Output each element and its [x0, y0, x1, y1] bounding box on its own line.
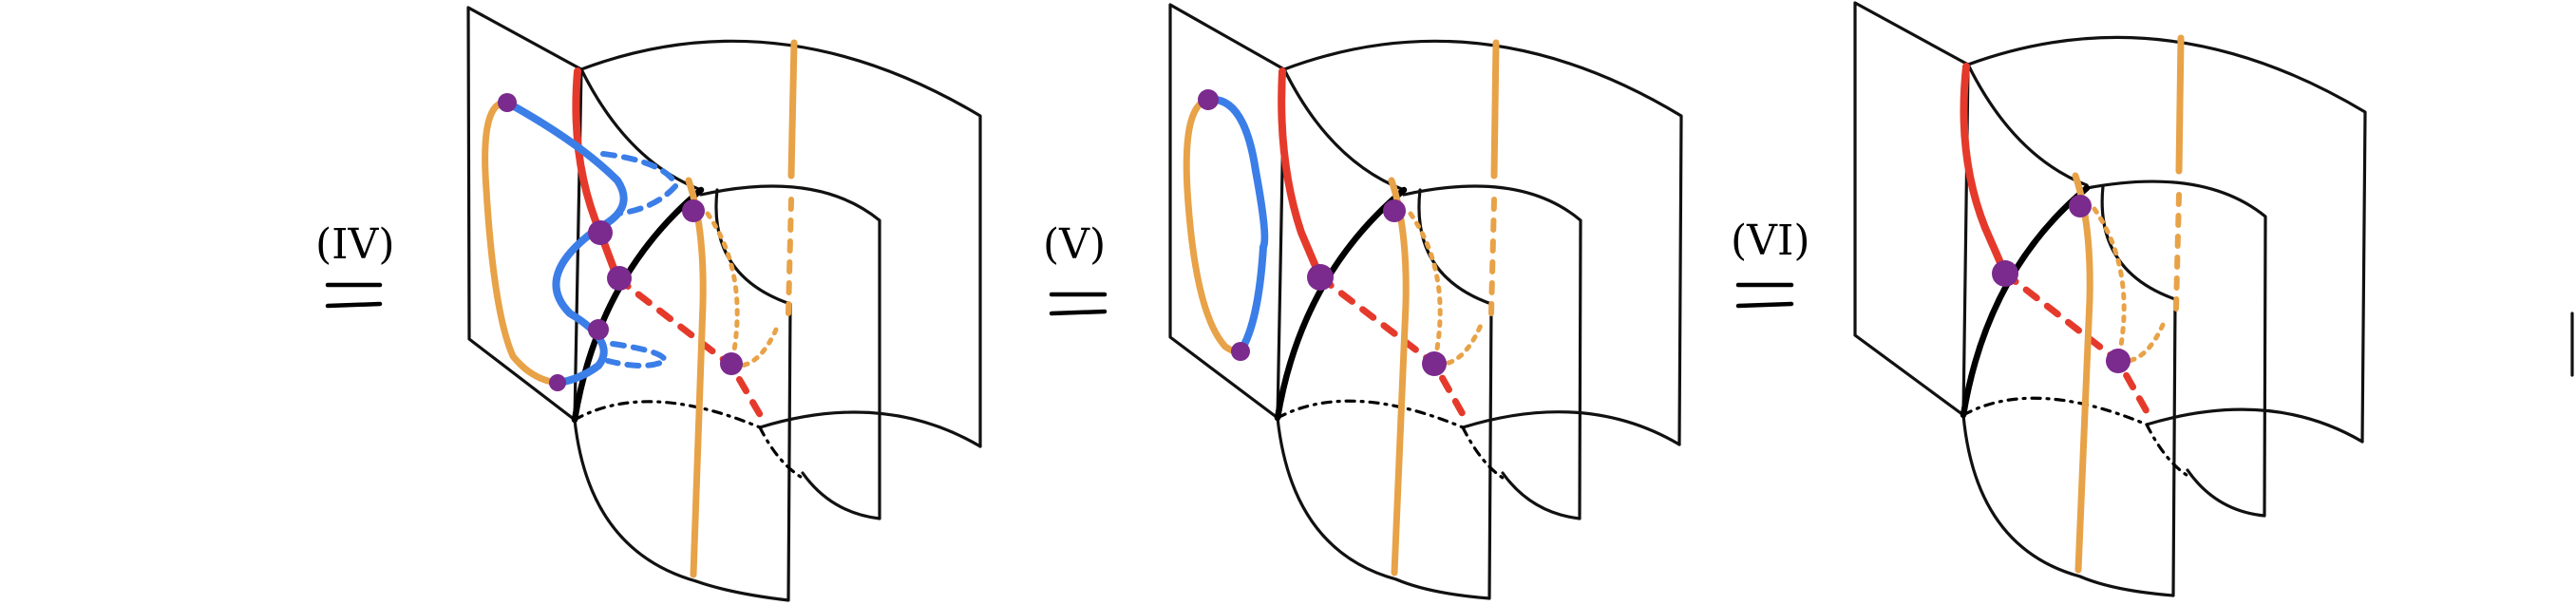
- blue-curve: [503, 99, 628, 387]
- vertex: [1383, 199, 1406, 222]
- orange-vertical-back-top: [1490, 39, 1500, 180]
- red-line: [1960, 63, 2009, 277]
- vertex: [1307, 264, 1334, 291]
- panel-vi-label: (VI): [1731, 217, 1810, 265]
- vertex: [720, 352, 743, 375]
- vertex: [1992, 260, 2018, 287]
- red-dash-line: [2001, 270, 2155, 424]
- orange-vertical-back-dash: [786, 197, 794, 316]
- vertex: [498, 93, 517, 112]
- surface-outline: [1168, 3, 1683, 600]
- red-line: [1278, 67, 1324, 281]
- equals-bottom-bar: [1735, 301, 1794, 309]
- orange-vertical-back-top: [2175, 34, 2185, 175]
- panel-iv-label: (IV): [315, 220, 395, 269]
- orange-vertical-back-dash: [2173, 192, 2182, 312]
- surface-outline: [466, 6, 982, 602]
- blue-loop: [1204, 95, 1269, 355]
- orange-vertical-back-dash: [1488, 197, 1497, 316]
- panel-vi: (VI): [1731, 1, 2367, 597]
- panel-v-label: (V): [1043, 220, 1106, 269]
- panel-v: (V): [1043, 3, 1683, 600]
- vertex: [682, 199, 705, 222]
- orange-dotted-loop: [2092, 206, 2169, 364]
- orange-loop: [482, 99, 561, 387]
- orange-dotted-loop: [705, 211, 782, 369]
- vertex: [588, 220, 613, 245]
- equals-bottom-bar: [1049, 309, 1108, 316]
- vertex: [607, 266, 632, 291]
- vertex: [549, 374, 566, 391]
- orange-loop: [1183, 96, 1244, 355]
- orange-dotted-loop: [1408, 211, 1485, 367]
- vertex: [2106, 349, 2131, 373]
- blue-dash-top: [600, 151, 680, 217]
- equals-bottom-bar: [325, 301, 383, 309]
- orange-vertical-front: [685, 177, 707, 578]
- orange-vertical-back-top: [787, 39, 798, 180]
- vertex: [1422, 351, 1447, 376]
- vertex: [2069, 195, 2092, 217]
- orange-vertical-front: [1388, 177, 1410, 577]
- red-dash-line: [1316, 274, 1471, 426]
- panel-iv: (IV): [315, 6, 982, 602]
- vertex: [588, 319, 609, 340]
- orange-vertical-front: [2072, 172, 2093, 574]
- vertex: [1231, 342, 1250, 361]
- blue-dash-bottom: [605, 341, 669, 369]
- vertex: [1198, 89, 1219, 110]
- surface-outline: [1853, 1, 2367, 597]
